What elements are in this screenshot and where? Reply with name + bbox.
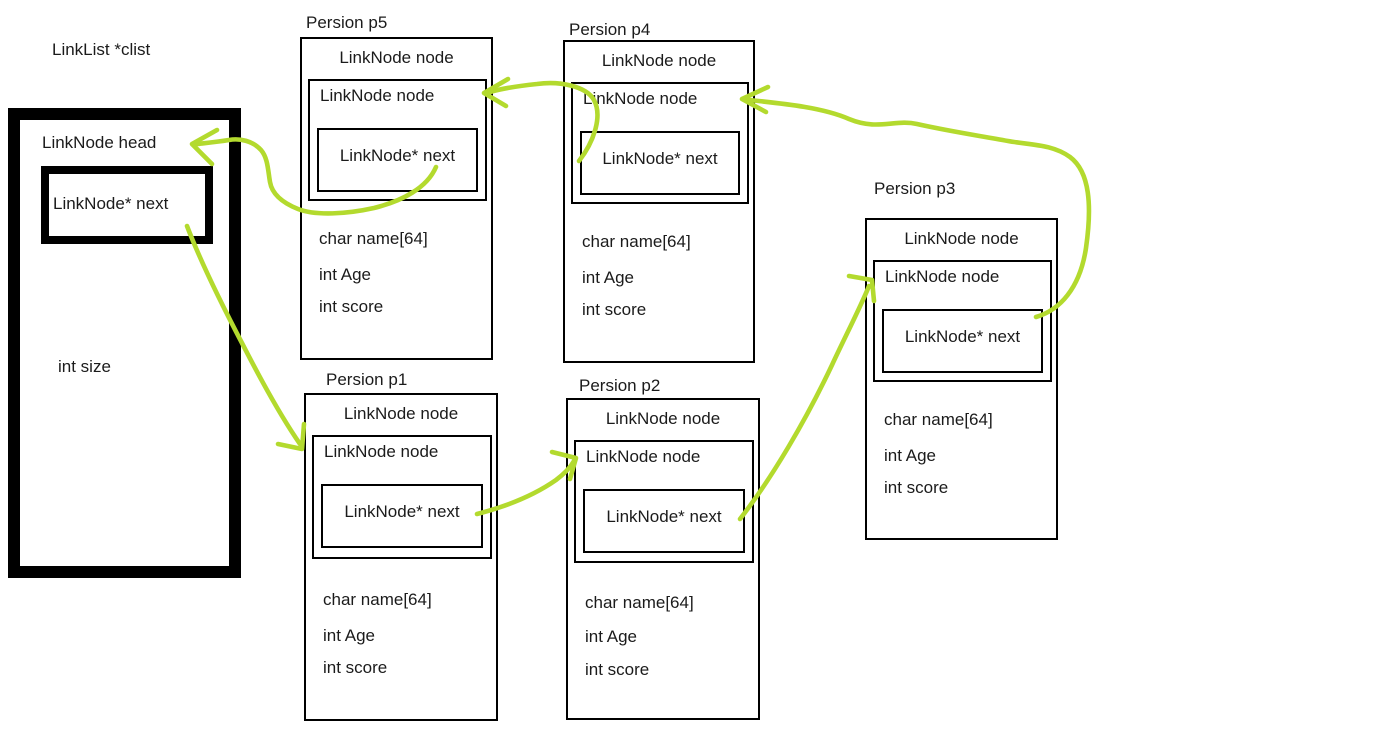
next-pointer-box: LinkNode* next <box>882 309 1043 373</box>
person-box-p5: LinkNode node LinkNode node LinkNode* ne… <box>300 37 493 360</box>
next-pointer-label: LinkNode* next <box>904 327 1021 346</box>
person-box-p3: LinkNode node LinkNode node LinkNode* ne… <box>865 218 1058 540</box>
field-age: int Age <box>319 265 371 284</box>
next-pointer-box: LinkNode* next <box>317 128 478 192</box>
inner-node-box: LinkNode node LinkNode* next <box>308 79 487 201</box>
node-field-label: LinkNode node <box>343 404 459 423</box>
inner-node-label: LinkNode node <box>324 442 439 461</box>
field-name: char name[64] <box>585 593 694 612</box>
field-name: char name[64] <box>582 232 691 251</box>
field-score: int score <box>585 660 650 679</box>
linklist-title: LinkList *clist <box>52 40 151 59</box>
field-name: char name[64] <box>319 229 428 248</box>
next-pointer-label: LinkNode* next <box>344 502 460 521</box>
arrow-p2-next-to-p3-node <box>737 273 877 522</box>
person-title-p2: Persion p2 <box>579 376 661 395</box>
person-box-p1: LinkNode node LinkNode node LinkNode* ne… <box>304 393 498 721</box>
field-age: int Age <box>585 627 637 646</box>
inner-node-box: LinkNode node LinkNode* next <box>873 260 1052 382</box>
linklist-size-label: int size <box>58 357 111 376</box>
inner-node-box: LinkNode node LinkNode* next <box>574 440 754 563</box>
inner-node-label: LinkNode node <box>586 447 701 466</box>
field-score: int score <box>582 300 647 319</box>
field-age: int Age <box>582 268 634 287</box>
inner-node-label: LinkNode node <box>885 267 1000 286</box>
next-pointer-box: LinkNode* next <box>583 489 745 553</box>
next-pointer-box: LinkNode* next <box>580 131 740 195</box>
inner-node-box: LinkNode node LinkNode* next <box>312 435 492 559</box>
node-field-label: LinkNode node <box>339 48 454 67</box>
node-field-label: LinkNode node <box>601 51 717 70</box>
linklist-next-pointer-box <box>41 166 213 244</box>
field-score: int score <box>319 297 384 316</box>
person-title-p3: Persion p3 <box>874 179 956 198</box>
person-title-p4: Persion p4 <box>569 20 651 39</box>
linklist-head-label: LinkNode head <box>42 133 157 152</box>
next-pointer-box: LinkNode* next <box>321 484 483 548</box>
field-score: int score <box>323 658 388 677</box>
person-title-p1: Persion p1 <box>326 370 408 389</box>
node-field-label: LinkNode node <box>904 229 1019 248</box>
inner-node-label: LinkNode node <box>583 89 698 108</box>
field-score: int score <box>884 478 949 497</box>
person-title-p5: Persion p5 <box>306 13 388 32</box>
linklist-next-pointer-label: LinkNode* next <box>53 194 169 213</box>
next-pointer-label: LinkNode* next <box>339 146 456 165</box>
next-pointer-label: LinkNode* next <box>606 507 722 526</box>
field-name: char name[64] <box>323 590 432 609</box>
field-age: int Age <box>323 626 375 645</box>
inner-node-box: LinkNode node LinkNode* next <box>571 82 749 204</box>
person-box-p4: LinkNode node LinkNode node LinkNode* ne… <box>563 40 755 363</box>
field-name: char name[64] <box>884 410 993 429</box>
inner-node-label: LinkNode node <box>320 86 435 105</box>
person-box-p2: LinkNode node LinkNode node LinkNode* ne… <box>566 398 760 720</box>
next-pointer-label: LinkNode* next <box>602 149 718 168</box>
field-age: int Age <box>884 446 936 465</box>
node-field-label: LinkNode node <box>605 409 721 428</box>
